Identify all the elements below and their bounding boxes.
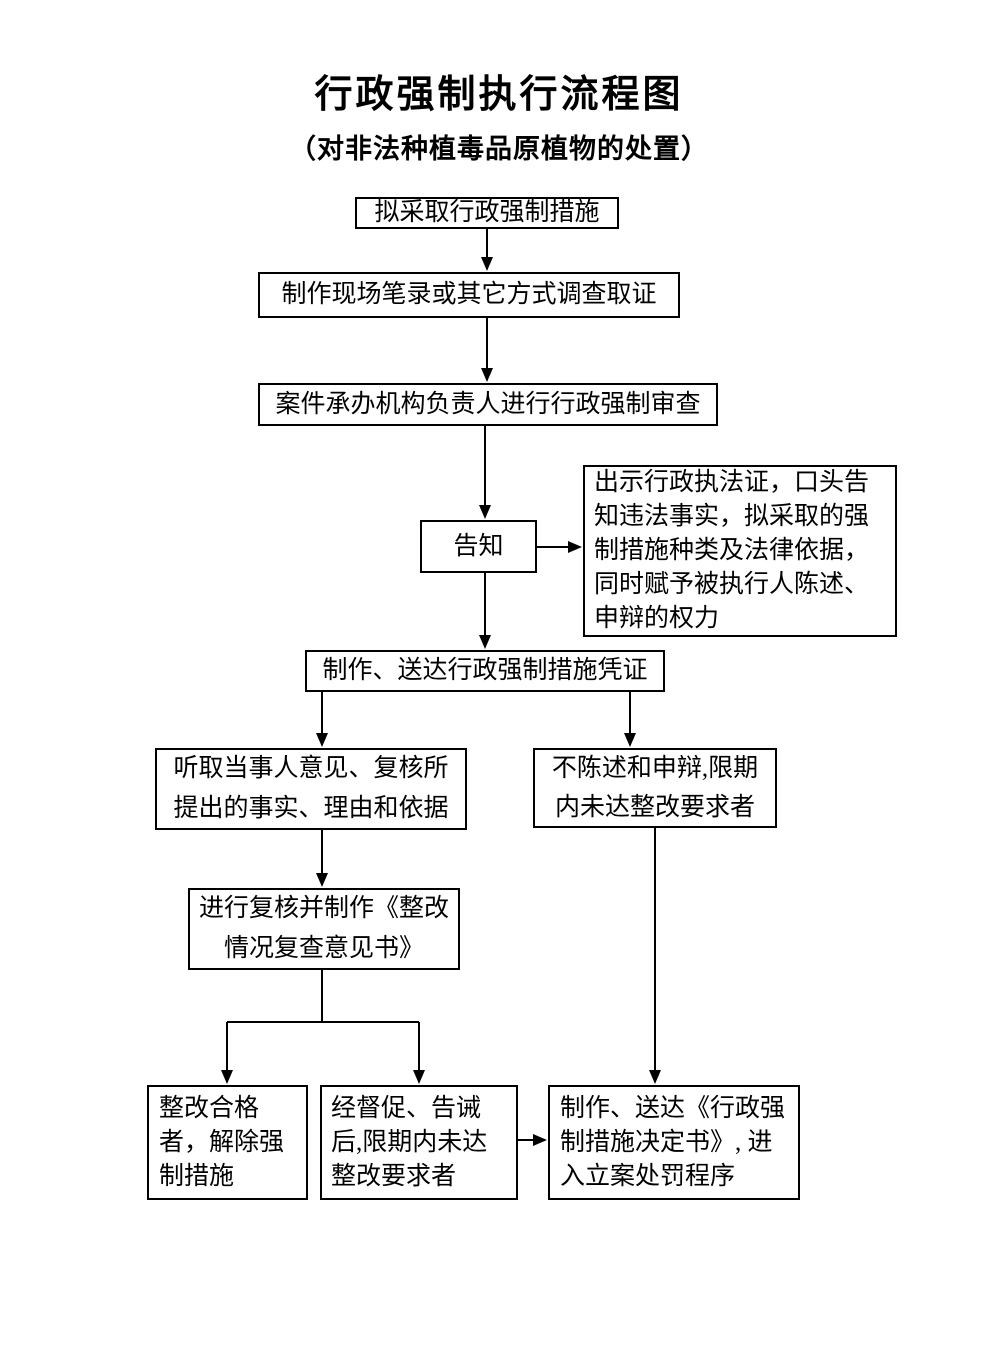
node-label: 经督促、告诫后,限期内未达整改要求者: [331, 1094, 488, 1190]
node-label: 进行复核并制作《整改情况复查意见书》: [198, 895, 449, 962]
node-label: 制作现场笔录或其它方式调查取证: [281, 281, 657, 308]
node-label: 告知: [453, 532, 504, 560]
node-leader-review: 案件承办机构负责人进行行政强制审查: [258, 383, 718, 426]
node-serve-voucher: 制作、送达行政强制措施凭证: [305, 650, 665, 692]
node-rectify-qualified: 整改合格者，解除强制措施: [147, 1085, 308, 1200]
node-label: 案件承办机构负责人进行行政强制审查: [275, 390, 701, 418]
node-listen-opinions: 听取当事人意见、复核所提出的事实、理由和依据: [155, 748, 467, 830]
node-label: 整改合格者，解除强制措施: [159, 1094, 285, 1190]
node-not-met-after-urging: 经督促、告诫后,限期内未达整改要求者: [320, 1085, 518, 1200]
node-label: 拟采取行政强制措施: [374, 199, 600, 226]
node-label: 不陈述和申辩,限期内未达整改要求者: [551, 755, 759, 821]
page-title: 行政强制执行流程图: [314, 74, 684, 116]
node-label: 出示行政执法证，口头告知违法事实，拟采取的强制措施种类及法律依据，同时赋予被执行…: [594, 469, 870, 632]
node-label: 制作、送达行政强制措施凭证: [322, 657, 648, 684]
node-notify: 告知: [420, 520, 537, 573]
node-notify-detail: 出示行政执法证，口头告知违法事实，拟采取的强制措施种类及法律依据，同时赋予被执行…: [583, 465, 897, 637]
node-label: 制作、送达《行政强制措施决定书》, 进入立案处罚程序: [560, 1094, 786, 1190]
node-serve-decision: 制作、送达《行政强制措施决定书》, 进入立案处罚程序: [548, 1085, 800, 1200]
node-propose-measures: 拟采取行政强制措施: [355, 197, 619, 229]
node-make-record: 制作现场笔录或其它方式调查取证: [258, 272, 680, 318]
node-no-statement: 不陈述和申辩,限期内未达整改要求者: [533, 748, 777, 828]
node-label: 听取当事人意见、复核所提出的事实、理由和依据: [173, 755, 449, 822]
page-subtitle: （对非法种植毒品原植物的处置）: [289, 134, 709, 164]
node-recheck-opinion: 进行复核并制作《整改情况复查意见书》: [188, 888, 460, 970]
